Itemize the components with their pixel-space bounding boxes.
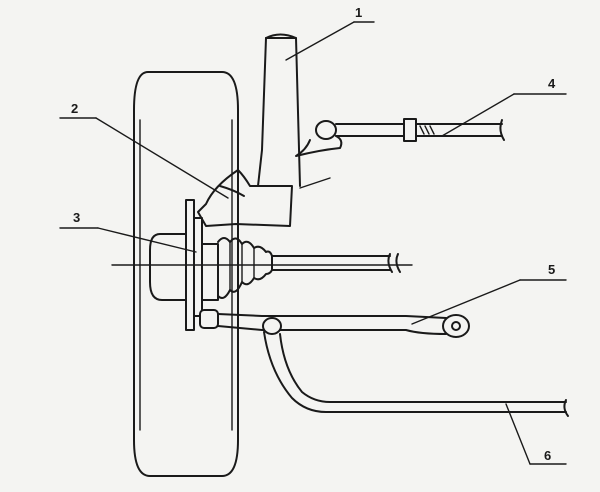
drive-shaft (271, 253, 401, 273)
strut (257, 33, 331, 189)
label-5: 5 (548, 262, 555, 277)
leader-lines (59, 21, 567, 465)
label-2: 2 (71, 101, 78, 116)
label-3: 3 (73, 210, 80, 225)
cv-boot (217, 237, 273, 299)
stabilizer-bar (262, 317, 569, 417)
hub-assembly (149, 233, 219, 301)
label-4: 4 (548, 76, 556, 91)
lower-control-arm (199, 309, 470, 338)
label-6: 6 (544, 448, 551, 463)
label-1: 1 (355, 5, 362, 20)
steering-knuckle (197, 169, 293, 227)
tie-rod (295, 118, 505, 157)
wheel-tire (133, 71, 239, 477)
